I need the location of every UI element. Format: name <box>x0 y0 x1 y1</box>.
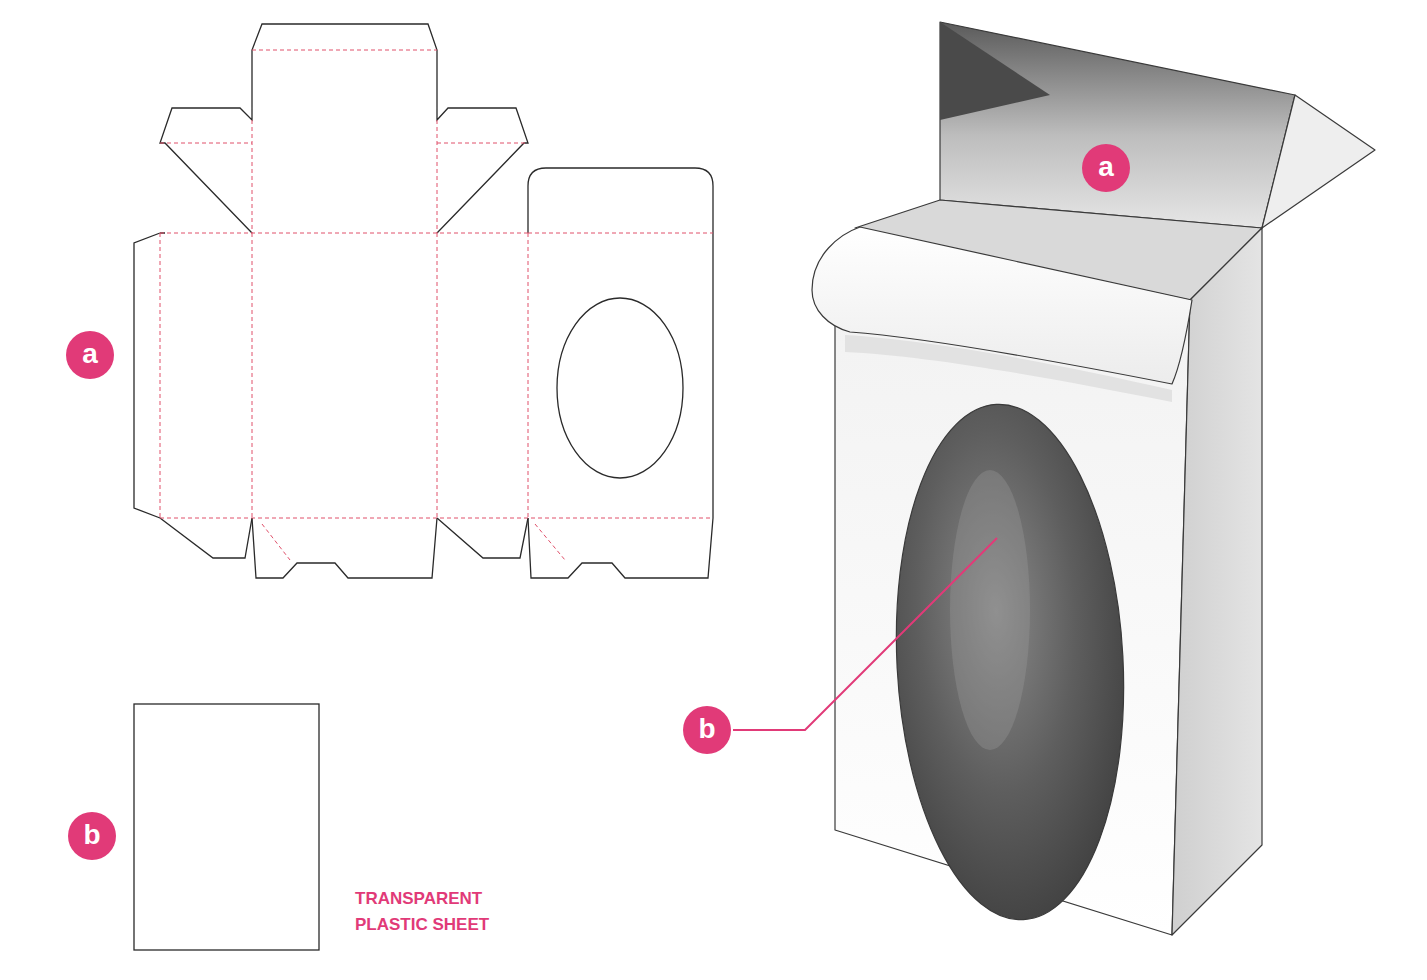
dieline-fold <box>160 50 713 560</box>
dieline-cut <box>134 24 713 578</box>
callout-circle: b <box>683 706 731 754</box>
callout-letter: a <box>82 340 98 368</box>
leader-line <box>733 538 997 730</box>
callout-letter: a <box>1098 153 1114 181</box>
plastic-sheet <box>134 704 319 950</box>
box-3d <box>812 22 1375 935</box>
callout-circle: a <box>1082 144 1130 192</box>
callout-letter: b <box>698 715 715 743</box>
material-note: TRANSPARENT PLASTIC SHEET <box>355 886 533 938</box>
callout-circle: a <box>66 331 114 379</box>
callout-circle: b <box>68 812 116 860</box>
callout-letter: b <box>83 821 100 849</box>
